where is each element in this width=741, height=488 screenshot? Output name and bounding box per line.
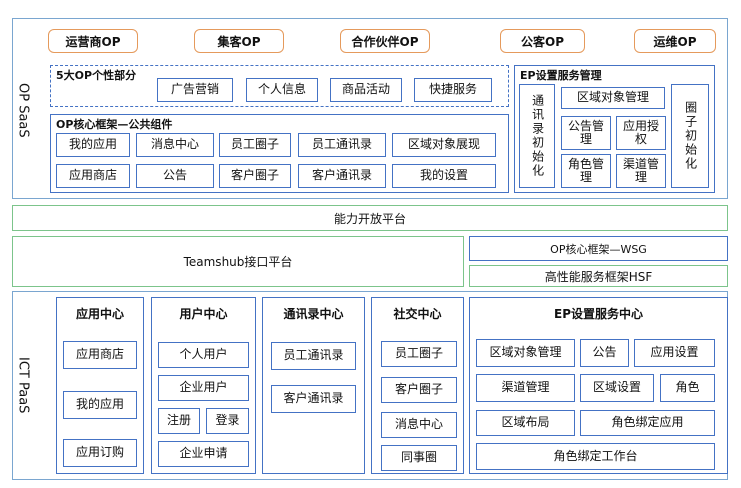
contacts-center-title: 通讯录中心 [283,307,344,321]
ep-service-section [514,65,715,193]
ep-center-role[interactable]: 角色 [660,374,715,402]
personal-section-title: 5大OP个性部分 [56,69,137,82]
op-saas-panel [12,18,728,199]
ep-circle-init-label: 圈子初始化 [683,101,698,171]
core-app-store[interactable]: 应用商店 [56,164,130,188]
social-center [371,297,464,474]
ep-app-authorization[interactable]: 应用授权 [616,116,666,150]
hsf-framework: 高性能服务框架HSF [469,265,728,287]
contacts-center-customer[interactable]: 客户通讯录 [271,385,356,413]
ep-center-role-bind-workbench[interactable]: 角色绑定工作台 [476,443,715,470]
contacts-center-staff[interactable]: 员工通讯录 [271,342,356,370]
ep-center-role-bind-app[interactable]: 角色绑定应用 [580,410,715,436]
ep-region-management[interactable]: 区域对象管理 [561,87,665,109]
personal-section [50,65,509,107]
core-my-apps[interactable]: 我的应用 [56,133,130,157]
core-public-title: OP核心框架—公共组件 [56,118,173,131]
core-my-settings[interactable]: 我的设置 [392,164,496,188]
user-center-enterprise-apply[interactable]: 企业申请 [158,441,249,467]
tab-partner-op[interactable]: 合作伙伴OP [340,29,430,53]
teamshub-platform: Teamshub接口平台 [12,236,464,287]
personal-item-profile[interactable]: 个人信息 [246,78,318,102]
core-staff-circle[interactable]: 员工圈子 [219,133,291,157]
core-customer-circle[interactable]: 客户圈子 [219,164,291,188]
social-center-colleague-circle[interactable]: 同事圈 [381,445,457,471]
ep-center-region-layout[interactable]: 区域布局 [476,410,575,436]
ep-center-channel-management[interactable]: 渠道管理 [476,374,575,402]
core-customer-contacts[interactable]: 客户通讯录 [298,164,386,188]
ep-center-app-settings[interactable]: 应用设置 [634,339,715,367]
user-center-personal[interactable]: 个人用户 [158,342,249,368]
ep-center-title: EP设置服务中心 [554,307,643,321]
hsf-label: 高性能服务框架HSF [544,269,653,284]
ep-notice-management[interactable]: 公告管理 [561,116,611,150]
teamshub-label: Teamshub接口平台 [183,255,293,269]
user-center [151,297,256,474]
login-button[interactable]: 登录 [206,408,249,434]
ep-contacts-init[interactable]: 通讯录初始化 [519,84,555,188]
ep-center [469,297,728,474]
contacts-center [262,297,365,474]
user-center-title: 用户中心 [179,307,228,321]
tab-ops-op[interactable]: 运维OP [634,29,716,53]
social-center-title: 社交中心 [393,307,442,321]
ep-circle-init[interactable]: 圈子初始化 [671,84,709,188]
tab-jike-op[interactable]: 集客OP [194,29,284,53]
ep-contacts-init-label: 通讯录初始化 [530,94,545,178]
core-staff-contacts[interactable]: 员工通讯录 [298,133,386,157]
capability-platform-label: 能力开放平台 [333,211,406,226]
core-notice[interactable]: 公告 [136,164,214,188]
wsg-label: OP核心框架—WSG [550,242,647,256]
ict-paas-label: ICT PaaS [15,356,31,414]
app-center [56,297,144,474]
personal-item-promotions[interactable]: 商品活动 [330,78,402,102]
app-center-title: 应用中心 [75,307,124,321]
app-center-subscribe[interactable]: 应用订购 [63,439,137,467]
wsg-framework: OP核心框架—WSG [469,236,728,261]
social-center-message[interactable]: 消息中心 [381,412,457,438]
ep-center-region-management[interactable]: 区域对象管理 [476,339,575,367]
register-button[interactable]: 注册 [158,408,200,434]
app-center-my-apps[interactable]: 我的应用 [63,391,137,419]
personal-item-quick-service[interactable]: 快捷服务 [414,78,492,102]
tab-gongke-op[interactable]: 公客OP [500,29,585,53]
user-center-enterprise[interactable]: 企业用户 [158,375,249,401]
ep-role-management[interactable]: 角色管理 [561,154,611,188]
app-center-store[interactable]: 应用商店 [63,341,137,369]
ep-channel-management[interactable]: 渠道管理 [616,154,666,188]
tab-operator-op[interactable]: 运营商OP [48,29,138,53]
personal-item-ads[interactable]: 广告营销 [157,78,233,102]
op-saas-label: OP SaaS [15,82,31,138]
ep-service-title: EP设置服务管理 [520,69,602,82]
social-center-customer-circle[interactable]: 客户圈子 [381,377,457,403]
core-message-center[interactable]: 消息中心 [136,133,214,157]
core-region-display[interactable]: 区域对象展现 [392,133,496,157]
ep-center-region-settings[interactable]: 区域设置 [580,374,654,402]
ep-center-notice[interactable]: 公告 [580,339,629,367]
core-public-section [50,114,509,193]
social-center-staff-circle[interactable]: 员工圈子 [381,341,457,367]
capability-platform: 能力开放平台 [12,205,728,231]
